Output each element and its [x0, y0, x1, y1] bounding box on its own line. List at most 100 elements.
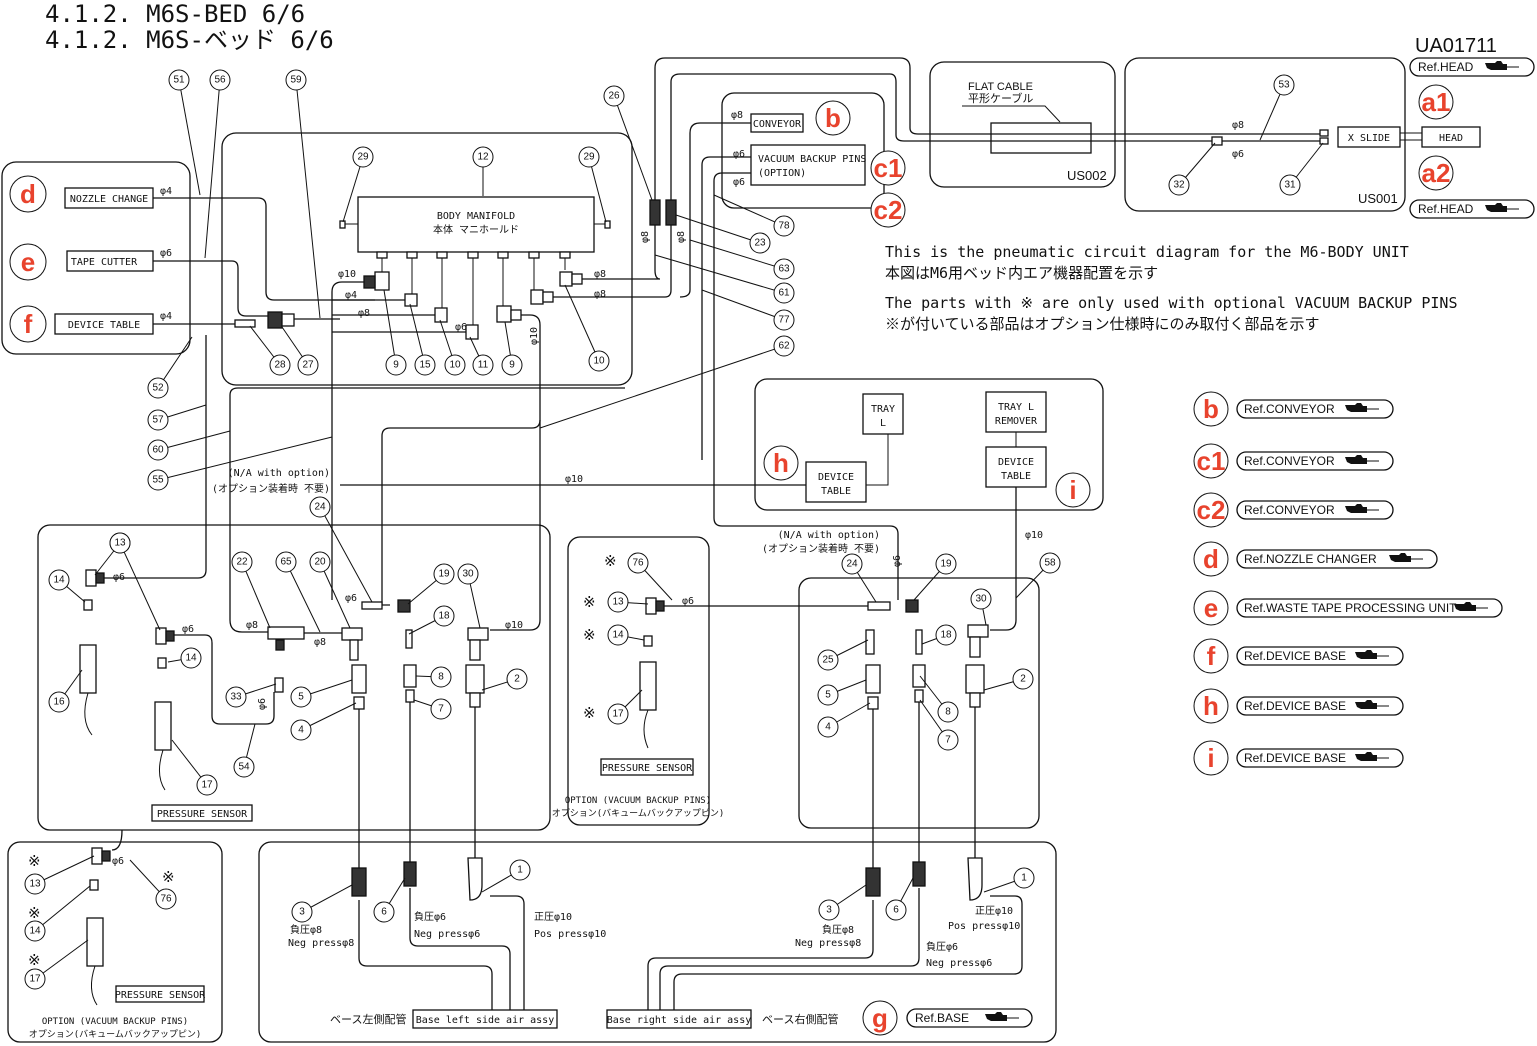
svg-text:26: 26 [608, 91, 620, 102]
ref-circle-c1 [870, 150, 906, 186]
pointing-hand-icon [1484, 60, 1520, 71]
ref-item-i[interactable]: i Ref.DEVICE BASE [1193, 740, 1404, 776]
part-balloon-3: 3 [291, 884, 353, 923]
body-manifold [357, 196, 595, 253]
ref-head-bottom[interactable]: Ref.HEAD [1409, 199, 1535, 219]
document-id: UA01711 [1415, 35, 1497, 57]
part-balloon-4: 4 [290, 702, 357, 741]
pointing-hand-icon [1388, 552, 1424, 563]
note-line1-en: This is the pneumatic circuit diagram fo… [885, 243, 1409, 261]
svg-text:77: 77 [778, 315, 790, 326]
ref-circle [1193, 492, 1229, 528]
svg-text:28: 28 [274, 360, 286, 371]
option-label-mid-jp: オプション(バキュームバックアップピン) [552, 808, 725, 819]
part-balloon-8: 8 [919, 675, 959, 723]
part-balloon-24: 24 [841, 553, 877, 603]
head-label: HEAD [1439, 133, 1463, 144]
letter-c2: c2 [874, 195, 903, 225]
pressure-sensor-label-bl: PRESSURE SENSOR [115, 990, 206, 1001]
svg-text:5: 5 [825, 690, 831, 701]
part-balloon-76: 76 [627, 552, 673, 601]
part-balloon-16: 16 [48, 669, 83, 713]
letter-g: g [872, 1003, 888, 1033]
svg-text:7: 7 [438, 704, 444, 715]
pos10-label-left-jp: 正圧φ10 [534, 912, 572, 923]
svg-text:17: 17 [201, 780, 213, 791]
svg-text:58: 58 [1044, 558, 1056, 569]
dim-label: φ6 [733, 177, 745, 188]
option-label-bl-en: OPTION (VACUUM BACKUP PINS) [42, 1017, 188, 1027]
part-balloon-53: 53 [1259, 74, 1295, 141]
part-balloon-32: 32 [1168, 142, 1216, 196]
svg-text:62: 62 [778, 341, 790, 352]
svg-text:d: d [20, 179, 36, 209]
svg-text:DEVICE TABLE: DEVICE TABLE [68, 320, 140, 331]
part-balloon-1: 1 [481, 859, 531, 893]
svg-text:17: 17 [612, 709, 624, 720]
part-balloon-13: 13 [24, 855, 95, 895]
neg8-label-left-jp: 負圧φ8 [290, 924, 322, 936]
base-panel [258, 841, 1057, 1043]
ref-letter: i [1207, 743, 1214, 773]
part-balloon-3: 3 [818, 884, 867, 921]
part-balloon-77: 77 [701, 289, 795, 331]
svg-text:1: 1 [517, 865, 523, 876]
part-balloon-25: 25 [817, 639, 869, 671]
ref-circle [1193, 391, 1229, 427]
ref-pill [1236, 451, 1394, 471]
tray-remover-label-2: REMOVER [995, 416, 1038, 427]
svg-text:24: 24 [846, 559, 858, 570]
part-balloon-14: 14 [607, 624, 645, 646]
svg-text:11: 11 [478, 360, 489, 371]
part-balloon-33: 33 [225, 683, 277, 708]
ref-label: Ref.DEVICE BASE [1244, 649, 1346, 663]
part-balloon-7: 7 [413, 698, 452, 720]
part-balloon-13: 13 [607, 591, 649, 613]
svg-text:59: 59 [290, 75, 302, 86]
letter-h: h [773, 448, 789, 478]
svg-text:30: 30 [975, 594, 987, 605]
manifold-label-jp: 本体 マニホールド [433, 223, 519, 236]
part-balloon-54: 54 [233, 723, 256, 778]
ref-base[interactable]: Ref.BASE [906, 1008, 1033, 1028]
tray-remover-label: TRAY L [998, 402, 1034, 413]
svg-text:76: 76 [632, 558, 644, 569]
option-label-mid-en: OPTION (VACUUM BACKUP PINS) [565, 796, 711, 806]
svg-text:1: 1 [1021, 873, 1027, 884]
flat-cable-box [990, 122, 1092, 154]
part-balloon-22: 22 [231, 551, 271, 629]
dim-label: φ10 [505, 620, 523, 631]
part-balloon-18: 18 [408, 605, 455, 635]
dim-label: φ6 [892, 555, 903, 567]
part-balloon-19: 19 [407, 563, 455, 605]
ref-circle-a1 [1418, 84, 1454, 120]
dim-label: φ8 [640, 231, 651, 243]
na-option-jp-right: (オプション装着時 不要) [762, 542, 880, 555]
dim-label: φ6 [455, 322, 467, 333]
part-balloon-59: 59 [285, 69, 321, 319]
svg-text:φ6: φ6 [160, 248, 172, 259]
ref-label: Ref.DEVICE BASE [1244, 751, 1346, 765]
option-mark: ※ [583, 593, 596, 611]
svg-text:f: f [24, 309, 33, 339]
head-box [1421, 126, 1481, 148]
svg-text:14: 14 [53, 575, 65, 586]
svg-text:15: 15 [419, 360, 431, 371]
ref-head-top[interactable]: Ref.HEAD [1409, 57, 1535, 77]
svg-text:e: e [21, 247, 35, 277]
tray-l-label: TRAY [871, 404, 895, 415]
part-balloon-2: 2 [983, 668, 1034, 691]
dim-label: φ6 [345, 593, 357, 604]
part-balloon-5: 5 [290, 679, 353, 708]
option-mark: ※ [162, 868, 175, 886]
svg-text:25: 25 [822, 655, 834, 666]
flat-cable-label-jp: 平形ケーブル [968, 91, 1033, 105]
